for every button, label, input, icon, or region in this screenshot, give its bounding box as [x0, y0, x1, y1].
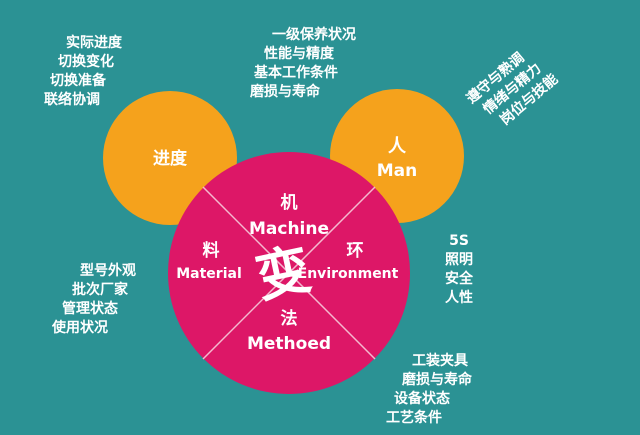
machine-note: 基本工作条件	[254, 65, 338, 81]
man-label-en: Man	[377, 161, 418, 181]
material-label-en: Material	[176, 266, 242, 282]
environment-note: 5S	[449, 233, 469, 249]
divider-line-2	[202, 186, 376, 360]
man-label-cn: 人	[388, 136, 407, 157]
progress-note: 联络协调	[44, 92, 100, 108]
environment-note: 安全	[445, 271, 473, 287]
method-note: 工装夹具	[412, 353, 468, 369]
machine-label-cn: 机	[281, 192, 298, 213]
progress-note: 实际进度	[66, 35, 122, 51]
method-notes: 工装夹具 磨损与寿命 设备状态 工艺条件	[382, 352, 472, 428]
progress-notes: 实际进度 切换变化 切换准备 联络协调	[44, 34, 122, 110]
center-character: 变	[250, 237, 316, 310]
material-note: 批次厂家	[72, 282, 128, 298]
progress-label: 进度	[153, 148, 188, 169]
environment-note: 照明	[445, 252, 473, 268]
method-label-cn: 法	[281, 308, 298, 329]
machine-note: 性能与精度	[264, 46, 334, 62]
material-note: 管理状态	[62, 301, 118, 317]
progress-note: 切换准备	[50, 73, 106, 89]
machine-label-en: Machine	[249, 219, 329, 239]
environment-note: 人性	[445, 290, 473, 306]
material-notes: 型号外观 批次厂家 管理状态 使用状况	[52, 262, 136, 338]
environment-notes: 5S 照明 安全 人性	[420, 232, 498, 308]
material-note: 型号外观	[80, 263, 136, 279]
method-note: 工艺条件	[386, 410, 442, 426]
material-note: 使用状况	[52, 320, 108, 336]
machine-notes: 一级保养状况 性能与精度 基本工作条件 磨损与寿命	[250, 26, 356, 102]
progress-note: 切换变化	[58, 54, 114, 70]
method-label-en: Methoed	[247, 334, 331, 354]
method-note: 设备状态	[394, 391, 450, 407]
environment-label-en: Environment	[298, 266, 399, 282]
machine-note: 一级保养状况	[272, 27, 356, 43]
method-note: 磨损与寿命	[402, 372, 472, 388]
material-label-cn: 料	[203, 240, 220, 261]
environment-label-cn: 环	[347, 241, 364, 261]
machine-note: 磨损与寿命	[250, 84, 320, 100]
